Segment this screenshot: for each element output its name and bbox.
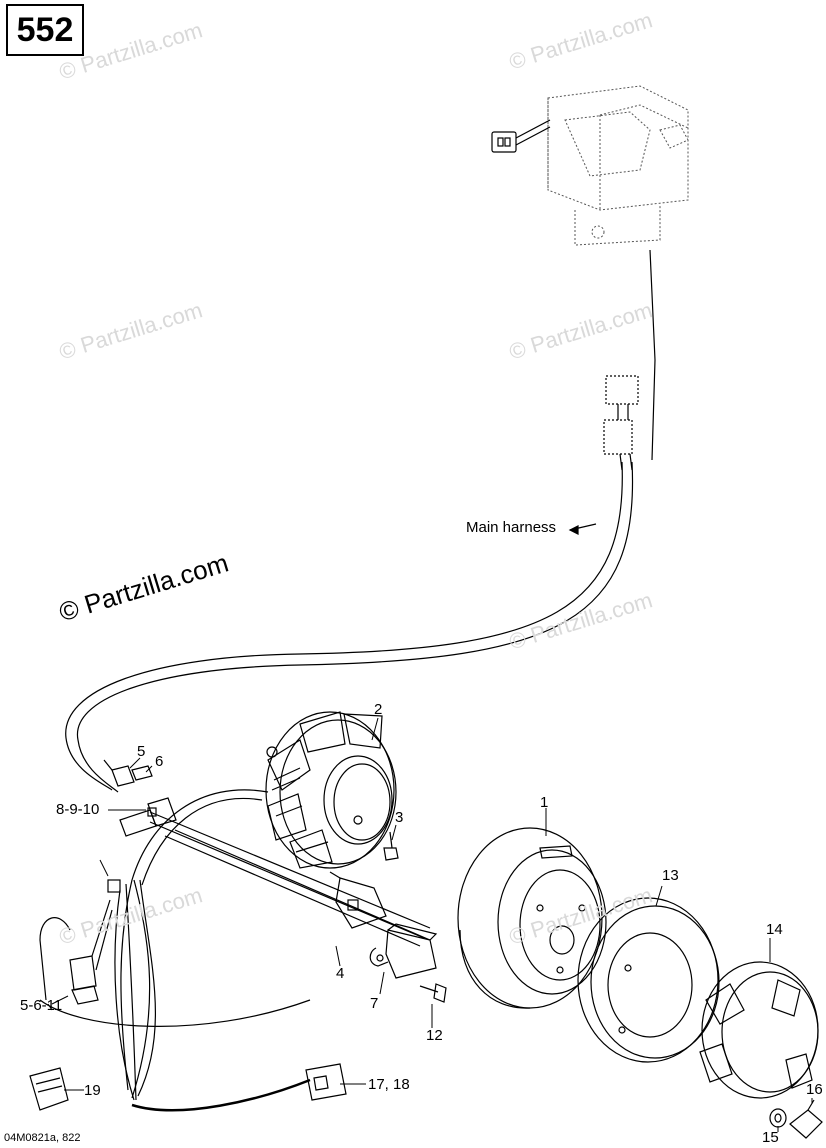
- callout-5: 5: [137, 743, 146, 760]
- callout-19: 19: [84, 1082, 101, 1099]
- callout-6: 6: [155, 753, 164, 770]
- flywheel-bolt: [789, 1099, 823, 1139]
- callout-8-9-10: 8-9-10: [56, 801, 100, 818]
- harness-connector: [603, 375, 639, 471]
- leader-lines: [47, 717, 813, 1132]
- trigger-coil: [369, 923, 438, 979]
- flywheel: [457, 827, 607, 1009]
- callout-1: 1: [540, 794, 549, 811]
- connector-17-18: [305, 1063, 347, 1101]
- trigger-coil-upper: [329, 871, 387, 929]
- callout-13: 13: [662, 867, 679, 884]
- connector-19: [29, 1067, 69, 1111]
- figure-code: 04M0821a, 822: [4, 1132, 81, 1144]
- stator: [265, 711, 397, 869]
- starter-cup: [699, 961, 819, 1099]
- callout-4: 4: [336, 965, 345, 982]
- callout-7: 7: [370, 995, 379, 1012]
- coil-bolt: [419, 983, 447, 1003]
- ignition-connector: [491, 119, 551, 153]
- callout-15: 15: [762, 1129, 779, 1146]
- callout-2: 2: [374, 701, 383, 718]
- main-harness-arrow-head: [568, 525, 579, 535]
- stator-wires: [39, 789, 311, 1112]
- connector-5-6-11: [39, 879, 121, 1005]
- box-harness: [649, 249, 656, 461]
- connector-5-6: [103, 759, 153, 787]
- callout-17-18: 17, 18: [368, 1076, 410, 1093]
- page-number: 552: [16, 10, 74, 49]
- stator-bolt: [383, 831, 399, 861]
- callout-12: 12: [426, 1027, 443, 1044]
- main-harness-cable: [76, 461, 634, 793]
- label-main-harness: Main harness: [466, 519, 557, 536]
- ignition-box-phantom: [547, 85, 689, 246]
- connector-8-9-10: [119, 797, 177, 837]
- callout-5-6-11: 5-6-11: [20, 997, 63, 1014]
- washer: [769, 1108, 787, 1128]
- main-harness-cable-b: [65, 461, 623, 791]
- callout-14: 14: [766, 921, 783, 938]
- callout-3: 3: [395, 809, 404, 826]
- page-number-box: 552: [6, 4, 84, 56]
- callout-16: 16: [806, 1081, 823, 1098]
- ring-gear: [577, 897, 720, 1063]
